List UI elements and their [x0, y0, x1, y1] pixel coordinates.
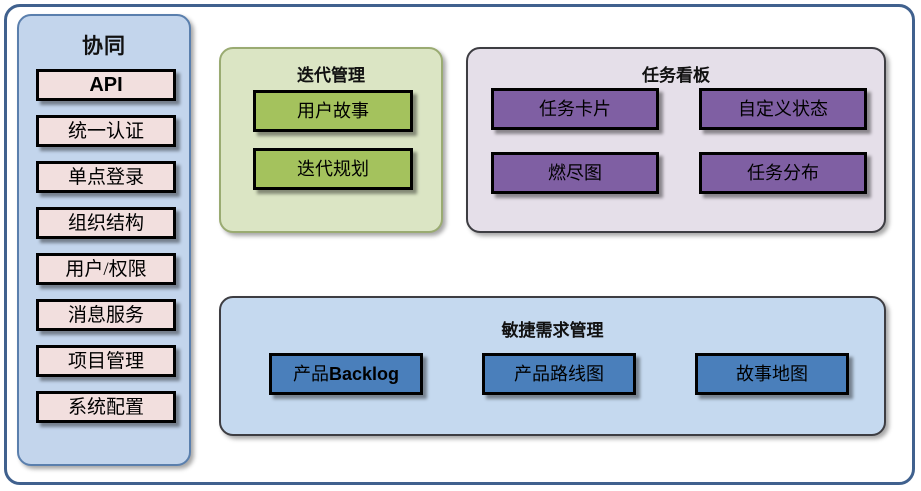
task-item-custom-status-label: 自定义状态 — [738, 99, 828, 119]
panel-collaboration-title: 协同 — [82, 35, 126, 58]
collab-item-api[interactable]: API — [36, 69, 176, 101]
panel-agile-requirement-management-title: 敏捷需求管理 — [501, 321, 604, 340]
task-item-task-card-label: 任务卡片 — [539, 99, 611, 119]
agile-item-product-backlog-emphasis: Backlog — [328, 364, 400, 384]
iteration-item-sprint-planning[interactable]: 迭代规划 — [253, 148, 413, 190]
iteration-item-list: 用户故事 迭代规划 — [253, 90, 413, 206]
collaboration-item-list: API 统一认证 单点登录 组织结构 用户/权限 消息服务 项目管理 系统配置 — [36, 69, 176, 437]
collab-item-user-permission[interactable]: 用户/权限 — [36, 253, 176, 285]
panel-iteration-management[interactable]: 迭代管理 用户故事 迭代规划 — [219, 47, 443, 233]
task-item-burndown-chart-label: 燃尽图 — [548, 163, 602, 183]
collab-item-system-config-label: 系统配置 — [67, 396, 144, 418]
diagram-outer-frame — [4, 4, 915, 485]
collab-item-message-service[interactable]: 消息服务 — [36, 299, 176, 331]
panel-task-board[interactable]: 任务看板 任务卡片 自定义状态 燃尽图 任务分布 — [466, 47, 886, 233]
agile-item-product-backlog-prefix: 产品 — [292, 364, 329, 384]
collab-item-unified-auth[interactable]: 统一认证 — [36, 115, 176, 147]
collab-item-org-structure-label: 组织结构 — [67, 212, 144, 234]
agile-item-story-map-label: 故事地图 — [736, 364, 808, 384]
collab-item-message-service-label: 消息服务 — [67, 304, 144, 326]
collab-item-unified-auth-label: 统一认证 — [67, 120, 144, 142]
task-item-task-distribution[interactable]: 任务分布 — [699, 152, 867, 194]
panel-collaboration[interactable]: 协同 API 统一认证 单点登录 组织结构 用户/权限 消息服务 项目管理 — [17, 14, 191, 466]
iteration-item-sprint-planning-label: 迭代规划 — [297, 159, 369, 179]
collab-item-system-config[interactable]: 系统配置 — [36, 391, 176, 423]
iteration-item-user-story-label: 用户故事 — [297, 101, 369, 121]
agile-item-product-roadmap-label: 产品路线图 — [514, 364, 604, 384]
task-item-burndown-chart[interactable]: 燃尽图 — [491, 152, 659, 194]
task-board-item-grid: 任务卡片 自定义状态 燃尽图 任务分布 — [491, 88, 867, 194]
collab-item-org-structure[interactable]: 组织结构 — [36, 207, 176, 239]
collab-item-api-label: API — [89, 74, 123, 96]
task-item-custom-status[interactable]: 自定义状态 — [699, 88, 867, 130]
agile-item-product-roadmap[interactable]: 产品路线图 — [482, 353, 636, 395]
panel-iteration-management-title: 迭代管理 — [297, 66, 365, 85]
agile-item-story-map[interactable]: 故事地图 — [695, 353, 849, 395]
collab-item-sso[interactable]: 单点登录 — [36, 161, 176, 193]
collab-item-sso-label: 单点登录 — [67, 166, 144, 188]
collab-item-project-management[interactable]: 项目管理 — [36, 345, 176, 377]
task-item-task-distribution-label: 任务分布 — [747, 163, 819, 183]
collab-item-project-management-label: 项目管理 — [67, 350, 144, 372]
task-item-task-card[interactable]: 任务卡片 — [491, 88, 659, 130]
panel-task-board-title: 任务看板 — [642, 66, 710, 85]
collab-item-user-permission-label: 用户/权限 — [65, 258, 147, 280]
iteration-item-user-story[interactable]: 用户故事 — [253, 90, 413, 132]
